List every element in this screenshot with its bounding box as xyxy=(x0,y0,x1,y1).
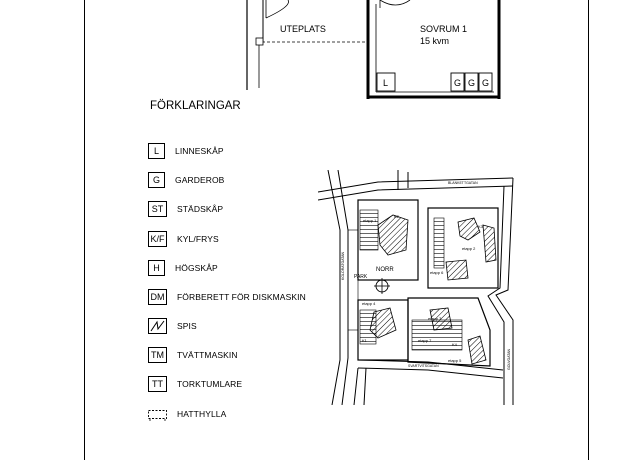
legend-symbol: TT xyxy=(148,376,167,392)
bedroom-name: SOVRUM 1 xyxy=(420,24,467,34)
legend-label: SPIS xyxy=(177,321,197,331)
block-tag: K3 xyxy=(478,224,484,229)
street-label: GOLVGATAN xyxy=(507,349,511,370)
legend-symbol: ST xyxy=(148,201,167,217)
park-label: PARK xyxy=(354,274,368,280)
hat-shelf-icon xyxy=(148,408,167,421)
block-tag: K2 xyxy=(394,214,400,219)
stage-label: etapp 7 xyxy=(418,338,432,343)
page-frame-right xyxy=(588,0,589,460)
legend-symbol: TM xyxy=(148,347,167,363)
closet-symbol: G xyxy=(482,78,489,88)
legend-item-tall-cabinet: H HÖGSKÅP xyxy=(148,259,218,277)
legend-item-dishwasher: DM FÖRBERETT FÖR DISKMASKIN xyxy=(148,288,306,306)
legend-label: HÖGSKÅP xyxy=(175,263,218,273)
legend-label: TORKTUMLARE xyxy=(177,379,243,389)
legend-label: GARDEROB xyxy=(175,175,225,185)
stage-label: etapp 6 xyxy=(430,270,444,275)
legend-label: KYL/FRYS xyxy=(177,234,219,244)
stage-label: etapp 1 xyxy=(363,218,377,223)
legend-label: STÄDSKÅP xyxy=(177,204,224,214)
stage-label: etapp 3 xyxy=(428,316,442,321)
stage-label: etapp 5 xyxy=(448,358,462,363)
legend-item-linen-closet: L LINNESKÅP xyxy=(148,142,224,160)
legend-label: LINNESKÅP xyxy=(175,146,224,156)
page-frame-left xyxy=(84,0,85,460)
bedroom-area: 15 kvm xyxy=(420,36,449,46)
terrace-label: UTEPLATS xyxy=(280,24,326,34)
legend-item-tumble-dryer: TT TORKTUMLARE xyxy=(148,375,242,393)
legend-symbol: L xyxy=(148,143,165,159)
site-map: NORR PARK etapp 1 etapp 2 etapp 3 etapp … xyxy=(318,170,514,405)
legend-symbol: H xyxy=(148,260,165,276)
legend-label: TVÄTTMASKIN xyxy=(177,350,238,360)
street-label: KOLORATGATAN xyxy=(341,252,345,280)
stage-label: etapp 2 xyxy=(462,246,476,251)
legend-item-cleaning-closet: ST STÄDSKÅP xyxy=(148,200,223,218)
legend-label: HATTHYLLA xyxy=(177,409,227,419)
stove-icon xyxy=(148,318,167,334)
legend-label: FÖRBERETT FÖR DISKMASKIN xyxy=(177,292,306,302)
block-tag: K1 xyxy=(362,338,368,343)
legend-symbol: G xyxy=(148,172,165,188)
legend-item-washing-machine: TM TVÄTTMASKIN xyxy=(148,346,238,364)
closet-symbol: G xyxy=(468,78,475,88)
street-label: SVARTVITSGATAN xyxy=(408,364,439,368)
legend-item-hat-shelf: HATTHYLLA xyxy=(148,405,226,423)
legend-item-wardrobe: G GARDEROB xyxy=(148,171,224,189)
floor-plan: UTEPLATS SOVRUM 1 15 kvm L G G G xyxy=(246,0,501,99)
legend-item-fridge-freezer: K/F KYL/FRYS xyxy=(148,230,219,248)
stage-label: etapp 4 xyxy=(362,301,376,306)
legend-symbol: K/F xyxy=(148,231,167,247)
street-label: BLANKETTGATAN xyxy=(448,181,478,185)
legend-symbol: DM xyxy=(148,289,167,305)
legend-title: FÖRKLARINGAR xyxy=(150,100,241,112)
block-tag: K4 xyxy=(452,342,458,347)
legend-item-stove: SPIS xyxy=(148,317,197,335)
closet-symbol: G xyxy=(454,78,461,88)
closet-symbol: L xyxy=(383,78,388,88)
north-label: NORR xyxy=(376,267,394,273)
